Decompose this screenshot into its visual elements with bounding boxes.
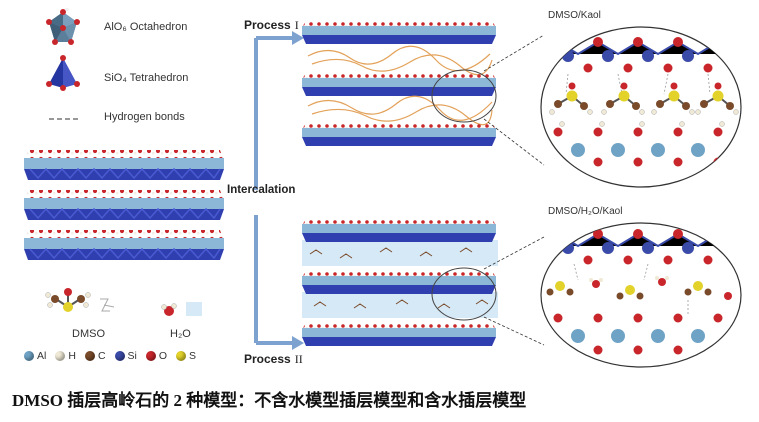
figure-caption: DMSO 插层高岭石的 2 种模型：不含水模型插层模型和含水插层模型 [12, 391, 527, 410]
intercalation-label: Intercalation [227, 184, 296, 196]
zoom-panel-2 [540, 222, 742, 368]
layer-1 [24, 150, 224, 180]
hydrogen-bond-icon [49, 118, 81, 120]
zoom-connectors [483, 34, 545, 346]
process-2-stack [302, 218, 498, 346]
element-o: O [145, 350, 167, 362]
zoom-panel-1 [540, 26, 742, 188]
element-si: Si [114, 350, 137, 362]
panel-2-title: DMSO/H₂O/Kaol [548, 206, 623, 217]
water-molecule-icon [161, 302, 202, 316]
intercalation-arrows [254, 31, 304, 350]
element-al: Al [24, 350, 46, 362]
dmso-label: DMSO [72, 328, 105, 340]
process-1-stack [302, 20, 497, 146]
element-s: S [176, 350, 196, 362]
h2o-label: H₂O [170, 328, 191, 340]
octahedron-icon [46, 8, 80, 45]
element-h: H [55, 350, 76, 362]
tetrahedron-icon [46, 55, 80, 91]
legend-hbond-label: Hydrogen bonds [104, 111, 185, 123]
kaolinite-stack [24, 150, 224, 260]
legend-tetrahedron-label: SiO₄ Tetrahedron [104, 72, 189, 84]
panel-1-title: DMSO/Kaol [548, 10, 601, 21]
element-c: C [84, 350, 106, 362]
dmso-molecule-icon [45, 288, 115, 312]
legend: AlO₆ Octahedron SiO₄ Tetrahedron Hydroge… [40, 8, 240, 128]
legend-octahedron-label: AlO₆ Octahedron [104, 21, 188, 33]
